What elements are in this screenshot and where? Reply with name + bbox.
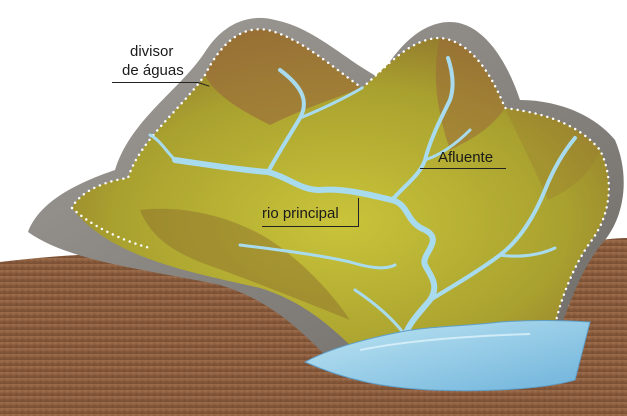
label-rio-principal-leader <box>358 198 359 227</box>
label-divisor-line1: divisor <box>130 43 173 60</box>
label-afluente: Afluente <box>438 149 493 166</box>
label-divisor-underline <box>112 82 198 83</box>
label-rio-principal: rio principal <box>262 205 339 222</box>
label-afluente-underline <box>420 168 506 169</box>
label-rio-principal-underline <box>262 226 358 227</box>
label-divisor-line2: de águas <box>122 62 184 79</box>
